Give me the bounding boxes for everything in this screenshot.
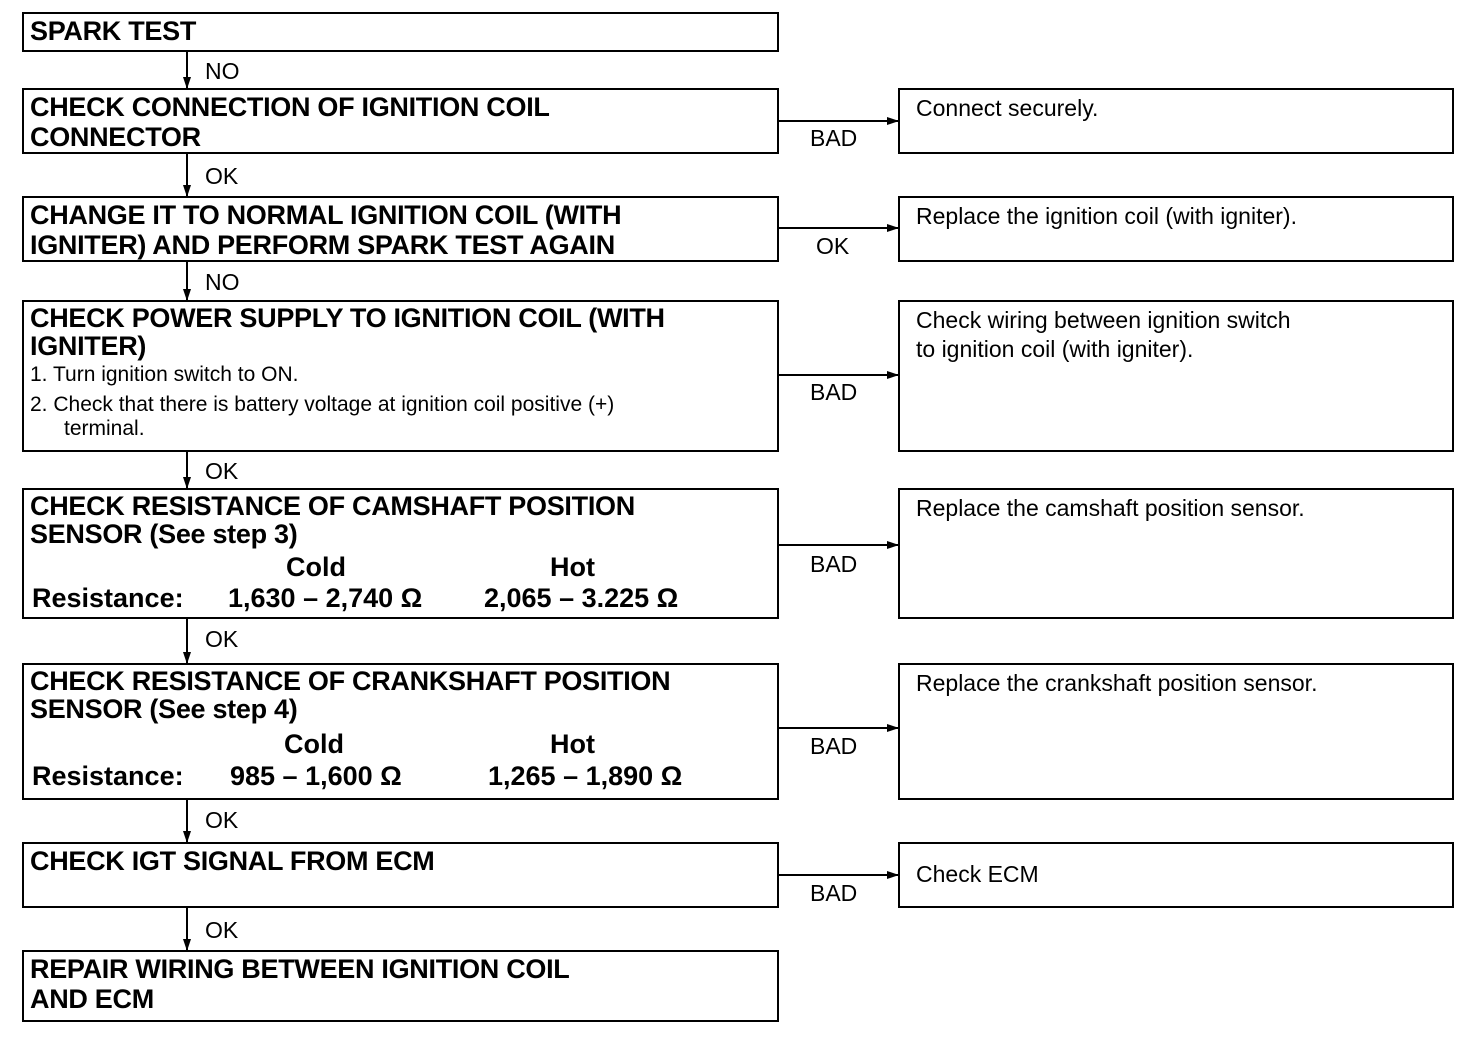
- action-replace-camshaft-sensor: Replace the camshaft position sensor.: [898, 488, 1454, 619]
- hot-resistance-value: 1,265 – 1,890 Ω: [488, 761, 683, 791]
- action-text: Replace the ignition coil (with igniter)…: [916, 203, 1297, 229]
- hot-resistance-value: 2,065 – 3.225 Ω: [484, 583, 679, 613]
- action-replace-crankshaft-sensor: Replace the crankshaft position sensor.: [898, 663, 1454, 800]
- step-title: CHECK IGT SIGNAL FROM ECM: [30, 846, 435, 876]
- step-title-line: CHANGE IT TO NORMAL IGNITION COIL (WITH: [30, 200, 622, 230]
- down-label-5: OK: [205, 626, 239, 652]
- action-text-line: to ignition coil (with igniter).: [916, 336, 1194, 362]
- action-check-ecm: Check ECM: [898, 842, 1454, 908]
- action-text: Connect securely.: [916, 95, 1099, 121]
- side-label-5: BAD: [810, 733, 858, 759]
- step-title-line: IGNITER): [30, 331, 147, 361]
- step-item: 2. Check that there is battery voltage a…: [30, 393, 615, 416]
- action-connect-securely: Connect securely.: [898, 88, 1454, 154]
- down-label-6: OK: [205, 807, 239, 833]
- step-title-line: REPAIR WIRING BETWEEN IGNITION COIL: [30, 954, 570, 984]
- step-title-line: CHECK RESISTANCE OF CAMSHAFT POSITION: [30, 491, 635, 521]
- step-check-crankshaft-sensor: CHECK RESISTANCE OF CRANKSHAFT POSITION …: [22, 663, 779, 800]
- step-check-igt-signal: CHECK IGT SIGNAL FROM ECM: [22, 842, 779, 908]
- step-item: terminal.: [64, 417, 145, 440]
- step-title-line: IGNITER) AND PERFORM SPARK TEST AGAIN: [30, 230, 615, 260]
- down-label-3: NO: [205, 269, 240, 295]
- action-replace-ignition-coil: Replace the ignition coil (with igniter)…: [898, 196, 1454, 262]
- action-check-wiring: Check wiring between ignition switch to …: [898, 300, 1454, 452]
- down-label-4: OK: [205, 458, 239, 484]
- step-title-line: SENSOR (See step 4): [30, 694, 298, 724]
- action-text: Check ECM: [916, 861, 1039, 887]
- cold-header: Cold: [286, 552, 346, 582]
- action-text-line: Check wiring between ignition switch: [916, 307, 1291, 333]
- step-title-line: AND ECM: [30, 984, 154, 1014]
- side-label-2: OK: [816, 233, 850, 259]
- hot-header: Hot: [550, 729, 595, 759]
- cold-header: Cold: [284, 729, 344, 759]
- resistance-label: Resistance:: [32, 583, 184, 613]
- step-change-coil: CHANGE IT TO NORMAL IGNITION COIL (WITH …: [22, 196, 779, 262]
- action-text: Replace the crankshaft position sensor.: [916, 670, 1318, 696]
- step-title-line: CONNECTOR: [30, 122, 201, 152]
- side-label-4: BAD: [810, 551, 858, 577]
- side-label-1: BAD: [810, 125, 858, 151]
- down-label-2: OK: [205, 163, 239, 189]
- step-title-line: CHECK POWER SUPPLY TO IGNITION COIL (WIT…: [30, 303, 665, 333]
- cold-resistance-value: 985 – 1,600 Ω: [230, 761, 402, 791]
- side-label-3: BAD: [810, 379, 858, 405]
- hot-header: Hot: [550, 552, 595, 582]
- down-label-1: NO: [205, 58, 240, 84]
- step-title-line: CHECK RESISTANCE OF CRANKSHAFT POSITION: [30, 666, 671, 696]
- step-repair-wiring: REPAIR WIRING BETWEEN IGNITION COIL AND …: [22, 950, 779, 1022]
- step-check-power-supply: CHECK POWER SUPPLY TO IGNITION COIL (WIT…: [22, 300, 779, 452]
- side-label-6: BAD: [810, 880, 858, 906]
- action-text: Replace the camshaft position sensor.: [916, 495, 1305, 521]
- down-label-7: OK: [205, 917, 239, 943]
- step-title-line: SENSOR (See step 3): [30, 519, 298, 549]
- step-title-line: CHECK CONNECTION OF IGNITION COIL: [30, 92, 550, 122]
- step-check-connection: CHECK CONNECTION OF IGNITION COIL CONNEC…: [22, 88, 779, 154]
- cold-resistance-value: 1,630 – 2,740 Ω: [228, 583, 423, 613]
- resistance-label: Resistance:: [32, 761, 184, 791]
- step-item: 1. Turn ignition switch to ON.: [30, 363, 299, 386]
- step-spark-test: SPARK TEST: [22, 12, 779, 52]
- step-title: SPARK TEST: [30, 16, 197, 46]
- step-check-camshaft-sensor: CHECK RESISTANCE OF CAMSHAFT POSITION SE…: [22, 488, 779, 619]
